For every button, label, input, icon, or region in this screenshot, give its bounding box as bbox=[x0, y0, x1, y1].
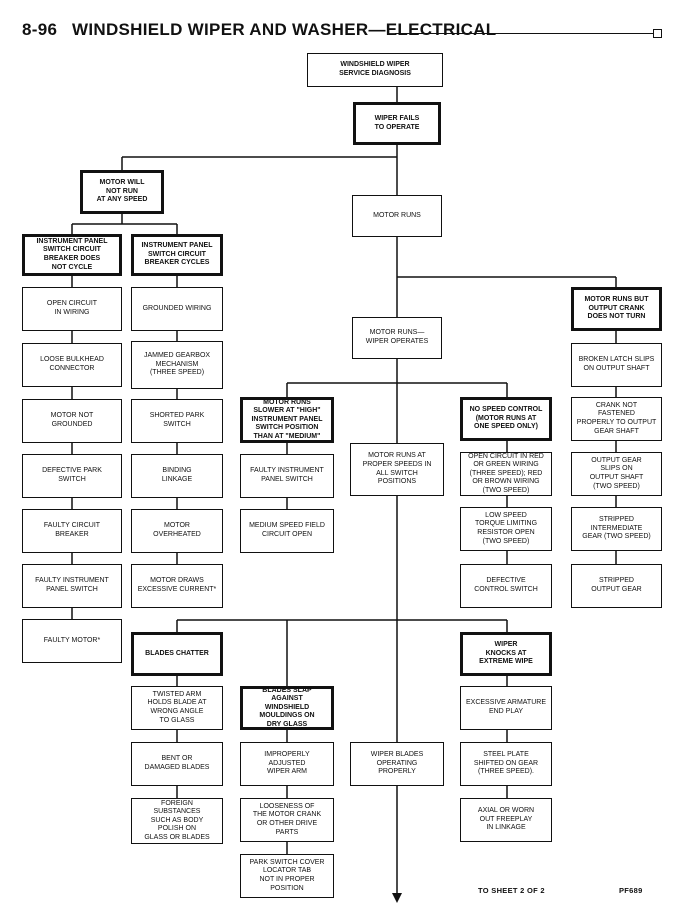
node-crank-not-fastened: CRANK NOT FASTENED PROPERLY TO OUTPUT GE… bbox=[571, 397, 662, 441]
node-blades-chatter: BLADES CHATTER bbox=[131, 632, 223, 676]
node-foreign-substances: FOREIGN SUBSTANCES SUCH AS BODY POLISH O… bbox=[131, 798, 223, 844]
node-wiper-fails: WIPER FAILS TO OPERATE bbox=[353, 102, 441, 145]
node-wiper-knocks: WIPER KNOCKS AT EXTREME WIPE bbox=[460, 632, 552, 676]
node-breaker-cycles: INSTRUMENT PANEL SWITCH CIRCUIT BREAKER … bbox=[131, 234, 223, 276]
node-excessive-armature: EXCESSIVE ARMATURE END PLAY bbox=[460, 686, 552, 730]
node-binding-linkage: BINDING LINKAGE bbox=[131, 454, 223, 498]
page-title: WINDSHIELD WIPER AND WASHER—ELECTRICAL bbox=[72, 20, 497, 39]
node-faulty-instrument-panel-switch-mid: FAULTY INSTRUMENT PANEL SWITCH bbox=[240, 454, 334, 498]
node-open-circuit-red-green: OPEN CIRCUIT IN RED OR GREEN WIRING (THR… bbox=[460, 452, 552, 496]
node-motor-runs-wiper-operates: MOTOR RUNS— WIPER OPERATES bbox=[352, 317, 442, 359]
header-rule bbox=[395, 33, 653, 34]
node-motor-runs-slower: MOTOR RUNS SLOWER AT "HIGH" INSTRUMENT P… bbox=[240, 397, 334, 443]
page-number: 8-96 bbox=[22, 20, 58, 39]
node-proper-speeds: MOTOR RUNS AT PROPER SPEEDS IN ALL SWITC… bbox=[350, 443, 444, 496]
node-output-gear-slips: OUTPUT GEAR SLIPS ON OUTPUT SHAFT (TWO S… bbox=[571, 452, 662, 496]
node-grounded-wiring: GROUNDED WIRING bbox=[131, 287, 223, 331]
node-motor-runs: MOTOR RUNS bbox=[352, 195, 442, 237]
node-loose-bulkhead: LOOSE BULKHEAD CONNECTOR bbox=[22, 343, 122, 387]
node-no-speed-control: NO SPEED CONTROL (MOTOR RUNS AT ONE SPEE… bbox=[460, 397, 552, 441]
node-motor-not-grounded: MOTOR NOT GROUNDED bbox=[22, 399, 122, 443]
node-defective-control-switch: DEFECTIVE CONTROL SWITCH bbox=[460, 564, 552, 608]
node-root: WINDSHIELD WIPER SERVICE DIAGNOSIS bbox=[307, 53, 443, 87]
node-breaker-not-cycle: INSTRUMENT PANEL SWITCH CIRCUIT BREAKER … bbox=[22, 234, 122, 276]
figure-code: PF689 bbox=[619, 886, 643, 895]
node-defective-park-switch: DEFECTIVE PARK SWITCH bbox=[22, 454, 122, 498]
node-axial-worn: AXIAL OR WORN OUT FREEPLAY IN LINKAGE bbox=[460, 798, 552, 842]
node-wiper-blades-operating: WIPER BLADES OPERATING PROPERLY bbox=[350, 742, 444, 786]
node-faulty-instrument-panel-switch-left: FAULTY INSTRUMENT PANEL SWITCH bbox=[22, 564, 122, 608]
node-bent-blades: BENT OR DAMAGED BLADES bbox=[131, 742, 223, 786]
node-open-circuit-wiring: OPEN CIRCUIT IN WIRING bbox=[22, 287, 122, 331]
node-twisted-arm: TWISTED ARM HOLDS BLADE AT WRONG ANGLE T… bbox=[131, 686, 223, 730]
node-low-speed-torque: LOW SPEED TORQUE LIMITING RESISTOR OPEN … bbox=[460, 507, 552, 551]
continuation-arrow-icon bbox=[392, 893, 402, 903]
to-sheet-label: TO SHEET 2 OF 2 bbox=[478, 886, 545, 895]
header-rule-end-marker bbox=[653, 29, 662, 38]
node-stripped-intermediate: STRIPPED INTERMEDIATE GEAR (TWO SPEED) bbox=[571, 507, 662, 551]
node-jammed-gearbox: JAMMED GEARBOX MECHANISM (THREE SPEED) bbox=[131, 341, 223, 389]
node-motor-draws-current: MOTOR DRAWS EXCESSIVE CURRENT* bbox=[131, 564, 223, 608]
node-improperly-adjusted: IMPROPERLY ADJUSTED WIPER ARM bbox=[240, 742, 334, 786]
node-medium-speed-field: MEDIUM SPEED FIELD CIRCUIT OPEN bbox=[240, 509, 334, 553]
node-faulty-motor: FAULTY MOTOR* bbox=[22, 619, 122, 663]
node-motor-runs-crank-not-turn: MOTOR RUNS BUT OUTPUT CRANK DOES NOT TUR… bbox=[571, 287, 662, 331]
node-park-switch-cover: PARK SWITCH COVER LOCATOR TAB NOT IN PRO… bbox=[240, 854, 334, 898]
node-blades-slap: BLADES SLAP AGAINST WINDSHIELD MOULDINGS… bbox=[240, 686, 334, 730]
node-steel-plate-shifted: STEEL PLATE SHIFTED ON GEAR (THREE SPEED… bbox=[460, 742, 552, 786]
node-faulty-circuit-breaker: FAULTY CIRCUIT BREAKER bbox=[22, 509, 122, 553]
node-motor-will-not-run: MOTOR WILL NOT RUN AT ANY SPEED bbox=[80, 170, 164, 214]
node-broken-latch: BROKEN LATCH SLIPS ON OUTPUT SHAFT bbox=[571, 343, 662, 387]
node-motor-overheated: MOTOR OVERHEATED bbox=[131, 509, 223, 553]
node-shorted-park-switch: SHORTED PARK SWITCH bbox=[131, 399, 223, 443]
node-looseness-crank: LOOSENESS OF THE MOTOR CRANK OR OTHER DR… bbox=[240, 798, 334, 842]
node-stripped-output-gear: STRIPPED OUTPUT GEAR bbox=[571, 564, 662, 608]
